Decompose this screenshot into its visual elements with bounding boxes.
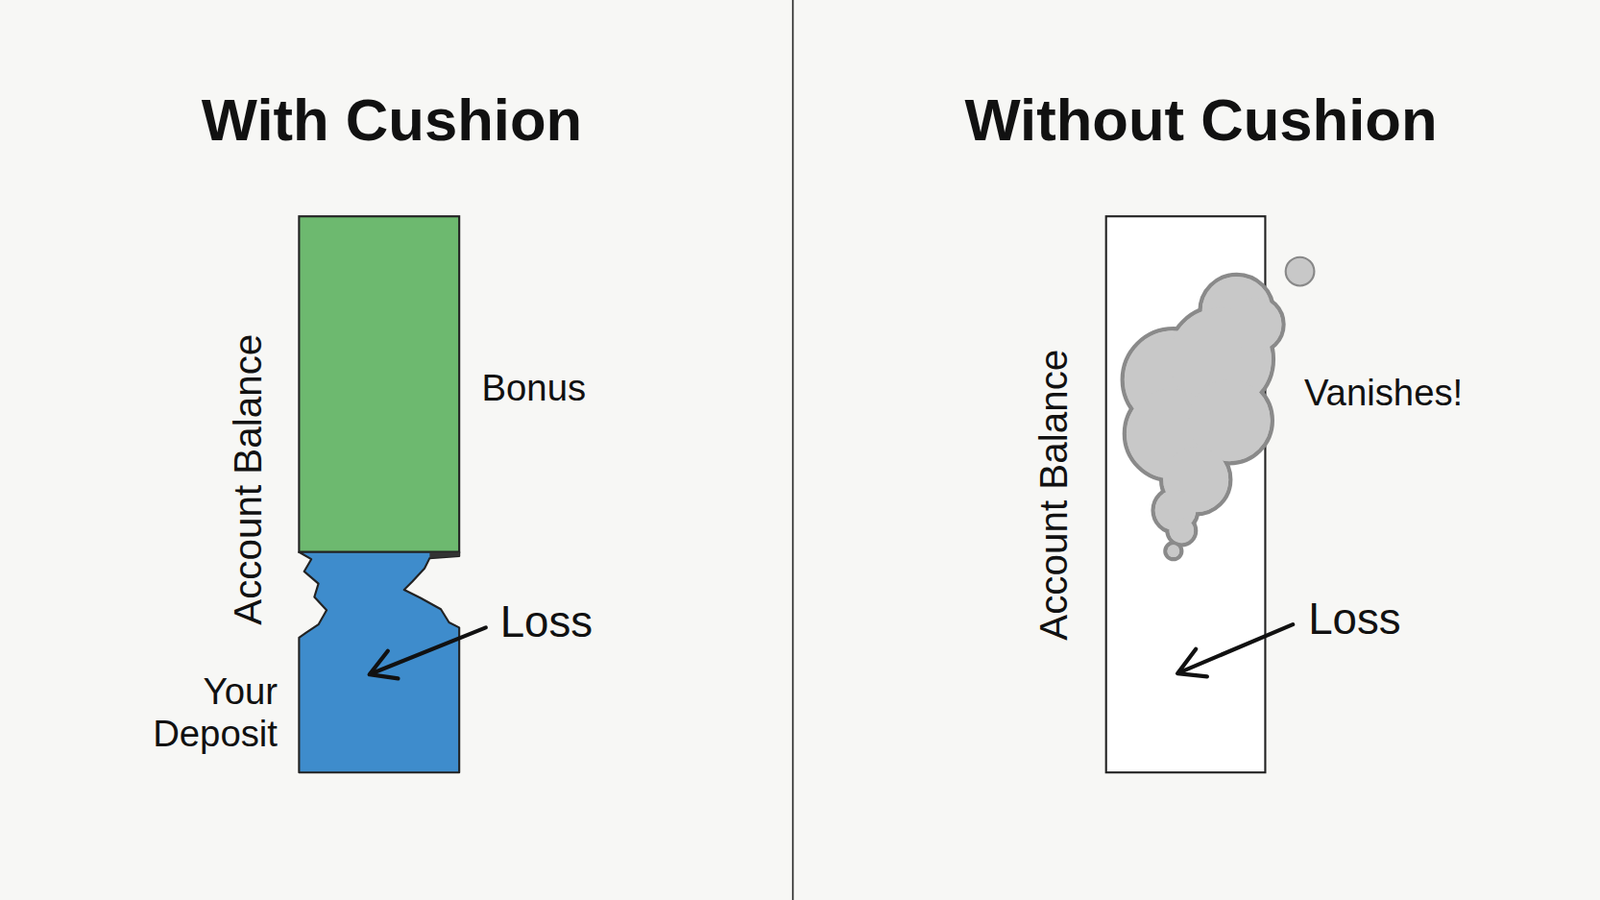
loss-arrow xyxy=(369,627,486,679)
vanish-label: Vanishes! xyxy=(1304,371,1463,414)
segment-label: Your Deposit xyxy=(124,670,278,755)
smoke-cloud xyxy=(1122,274,1285,559)
axis-label: Account Balance xyxy=(225,334,270,626)
bar-edge xyxy=(429,552,460,558)
cloud-lobe xyxy=(1164,542,1182,559)
bonus-bar xyxy=(298,216,460,553)
segment-label: Bonus xyxy=(482,366,587,410)
loss-label: Loss xyxy=(500,597,594,649)
panel-divider xyxy=(792,0,795,900)
cloud-fill xyxy=(1166,544,1180,558)
cloud-fill xyxy=(1169,518,1194,543)
axis-label: Account Balance xyxy=(1031,349,1076,641)
smoke-puff xyxy=(1285,257,1315,287)
loss-arrow xyxy=(1177,624,1293,677)
loss-label: Loss xyxy=(1308,594,1402,646)
cloud-fill xyxy=(1228,297,1282,351)
deposit-bar xyxy=(298,552,460,773)
panel-title: Without Cushion xyxy=(965,86,1438,155)
panel-title: With Cushion xyxy=(201,86,582,155)
